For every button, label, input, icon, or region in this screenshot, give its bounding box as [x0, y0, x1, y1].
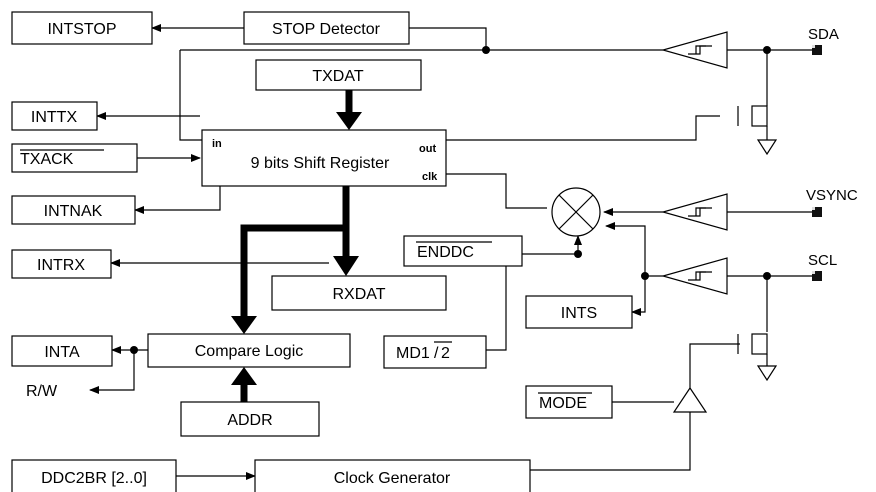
- rxdat-box: RXDAT: [271, 275, 447, 311]
- junction-scl-int: [641, 272, 649, 280]
- md2-label: 2: [441, 345, 450, 362]
- vsync-pin: VSYNC: [806, 187, 858, 217]
- inttx-box: INTTX: [11, 101, 98, 131]
- sda-schmitt-buffer: [660, 31, 728, 69]
- bus-compare-head: [231, 316, 257, 334]
- wire-clk: [446, 173, 547, 209]
- wire-md: [486, 254, 507, 351]
- output-buffer: [672, 386, 708, 413]
- stop-detector-label: STOP Detector: [272, 21, 381, 38]
- rw-label: R/W: [26, 383, 58, 400]
- junction-sda: [763, 46, 771, 54]
- inta-box: INTA: [11, 335, 113, 367]
- shift-in-label: in: [212, 138, 222, 150]
- junction-sda-stop: [482, 46, 490, 54]
- ints-label: INTS: [561, 305, 597, 322]
- scl-pin-label: SCL: [808, 252, 837, 269]
- bus-txdat-head: [336, 112, 362, 130]
- wire-rw: [89, 350, 135, 394]
- scl-pin: SCL: [808, 252, 837, 281]
- bus-addr-head: [231, 367, 257, 385]
- txdat-label: TXDAT: [312, 68, 363, 85]
- intstop-label: INTSTOP: [47, 21, 116, 38]
- addr-box: ADDR: [180, 401, 320, 437]
- inttx-label: INTTX: [31, 109, 78, 126]
- vsync-schmitt-buffer: [660, 193, 728, 231]
- stop-detector-box: STOP Detector: [243, 11, 410, 45]
- txack-box: TXACK: [11, 143, 138, 173]
- inta-label: INTA: [44, 344, 80, 361]
- txdat-box: TXDAT: [255, 59, 422, 91]
- intnak-box: INTNAK: [11, 195, 136, 225]
- wire-shift-out: [446, 115, 720, 141]
- intstop-box: INTSTOP: [11, 11, 153, 45]
- ddc2br-box: DDC2BR [2..0]: [11, 459, 177, 492]
- clock-generator-label: Clock Generator: [334, 470, 451, 487]
- intrx-box: INTRX: [11, 249, 112, 279]
- compare-logic-label: Compare Logic: [195, 343, 304, 360]
- md-box: MD1 / 2: [383, 335, 487, 369]
- vsync-pin-label: VSYNC: [806, 187, 858, 204]
- ddc2br-label: DDC2BR [2..0]: [41, 470, 147, 487]
- wire-sda-to-shift: [179, 50, 202, 141]
- wire-enddc: [522, 235, 582, 255]
- mode-box: MODE: [525, 385, 613, 419]
- sda-pin-label: SDA: [808, 26, 839, 43]
- txack-label: TXACK: [20, 151, 74, 168]
- shift-register-label: 9 bits Shift Register: [251, 155, 390, 172]
- scl-schmitt-buffer: [660, 257, 728, 295]
- addr-label: ADDR: [227, 412, 272, 429]
- junction-inta: [130, 346, 138, 354]
- buses: [231, 90, 362, 402]
- shift-clk-label: clk: [422, 171, 438, 183]
- bus-rxdat-head: [333, 256, 359, 276]
- compare-logic-box: Compare Logic: [147, 333, 351, 368]
- xor-symbol: [551, 187, 601, 237]
- md-slash: /: [434, 345, 439, 362]
- shift-register-box: in out clk 9 bits Shift Register: [201, 129, 447, 187]
- junction-scl: [763, 272, 771, 280]
- enddc-label: ENDDC: [417, 244, 474, 261]
- wire-intnak: [134, 186, 221, 214]
- wire-ints: [631, 276, 646, 316]
- intrx-label: INTRX: [37, 257, 85, 274]
- wire-scl-drive: [689, 343, 740, 392]
- rxdat-label: RXDAT: [332, 286, 385, 303]
- junctions: [130, 46, 771, 354]
- enddc-box: ENDDC: [403, 235, 523, 267]
- wires: [89, 24, 812, 480]
- intnak-label: INTNAK: [44, 203, 103, 220]
- bus-compare: [240, 224, 346, 318]
- wire-clkgen: [530, 412, 691, 471]
- shift-out-label: out: [419, 143, 436, 155]
- sda-open-drain: [737, 105, 778, 156]
- clock-generator-box: Clock Generator: [254, 459, 531, 492]
- wire-scl-xor: [605, 222, 663, 277]
- sda-pin: SDA: [808, 26, 839, 55]
- md1-label: MD1: [396, 345, 430, 362]
- mode-label: MODE: [539, 395, 587, 412]
- junction-enddc: [574, 250, 582, 258]
- scl-open-drain: [737, 333, 778, 382]
- wire-stop-detector-in: [409, 27, 487, 50]
- ints-box: INTS: [525, 295, 633, 329]
